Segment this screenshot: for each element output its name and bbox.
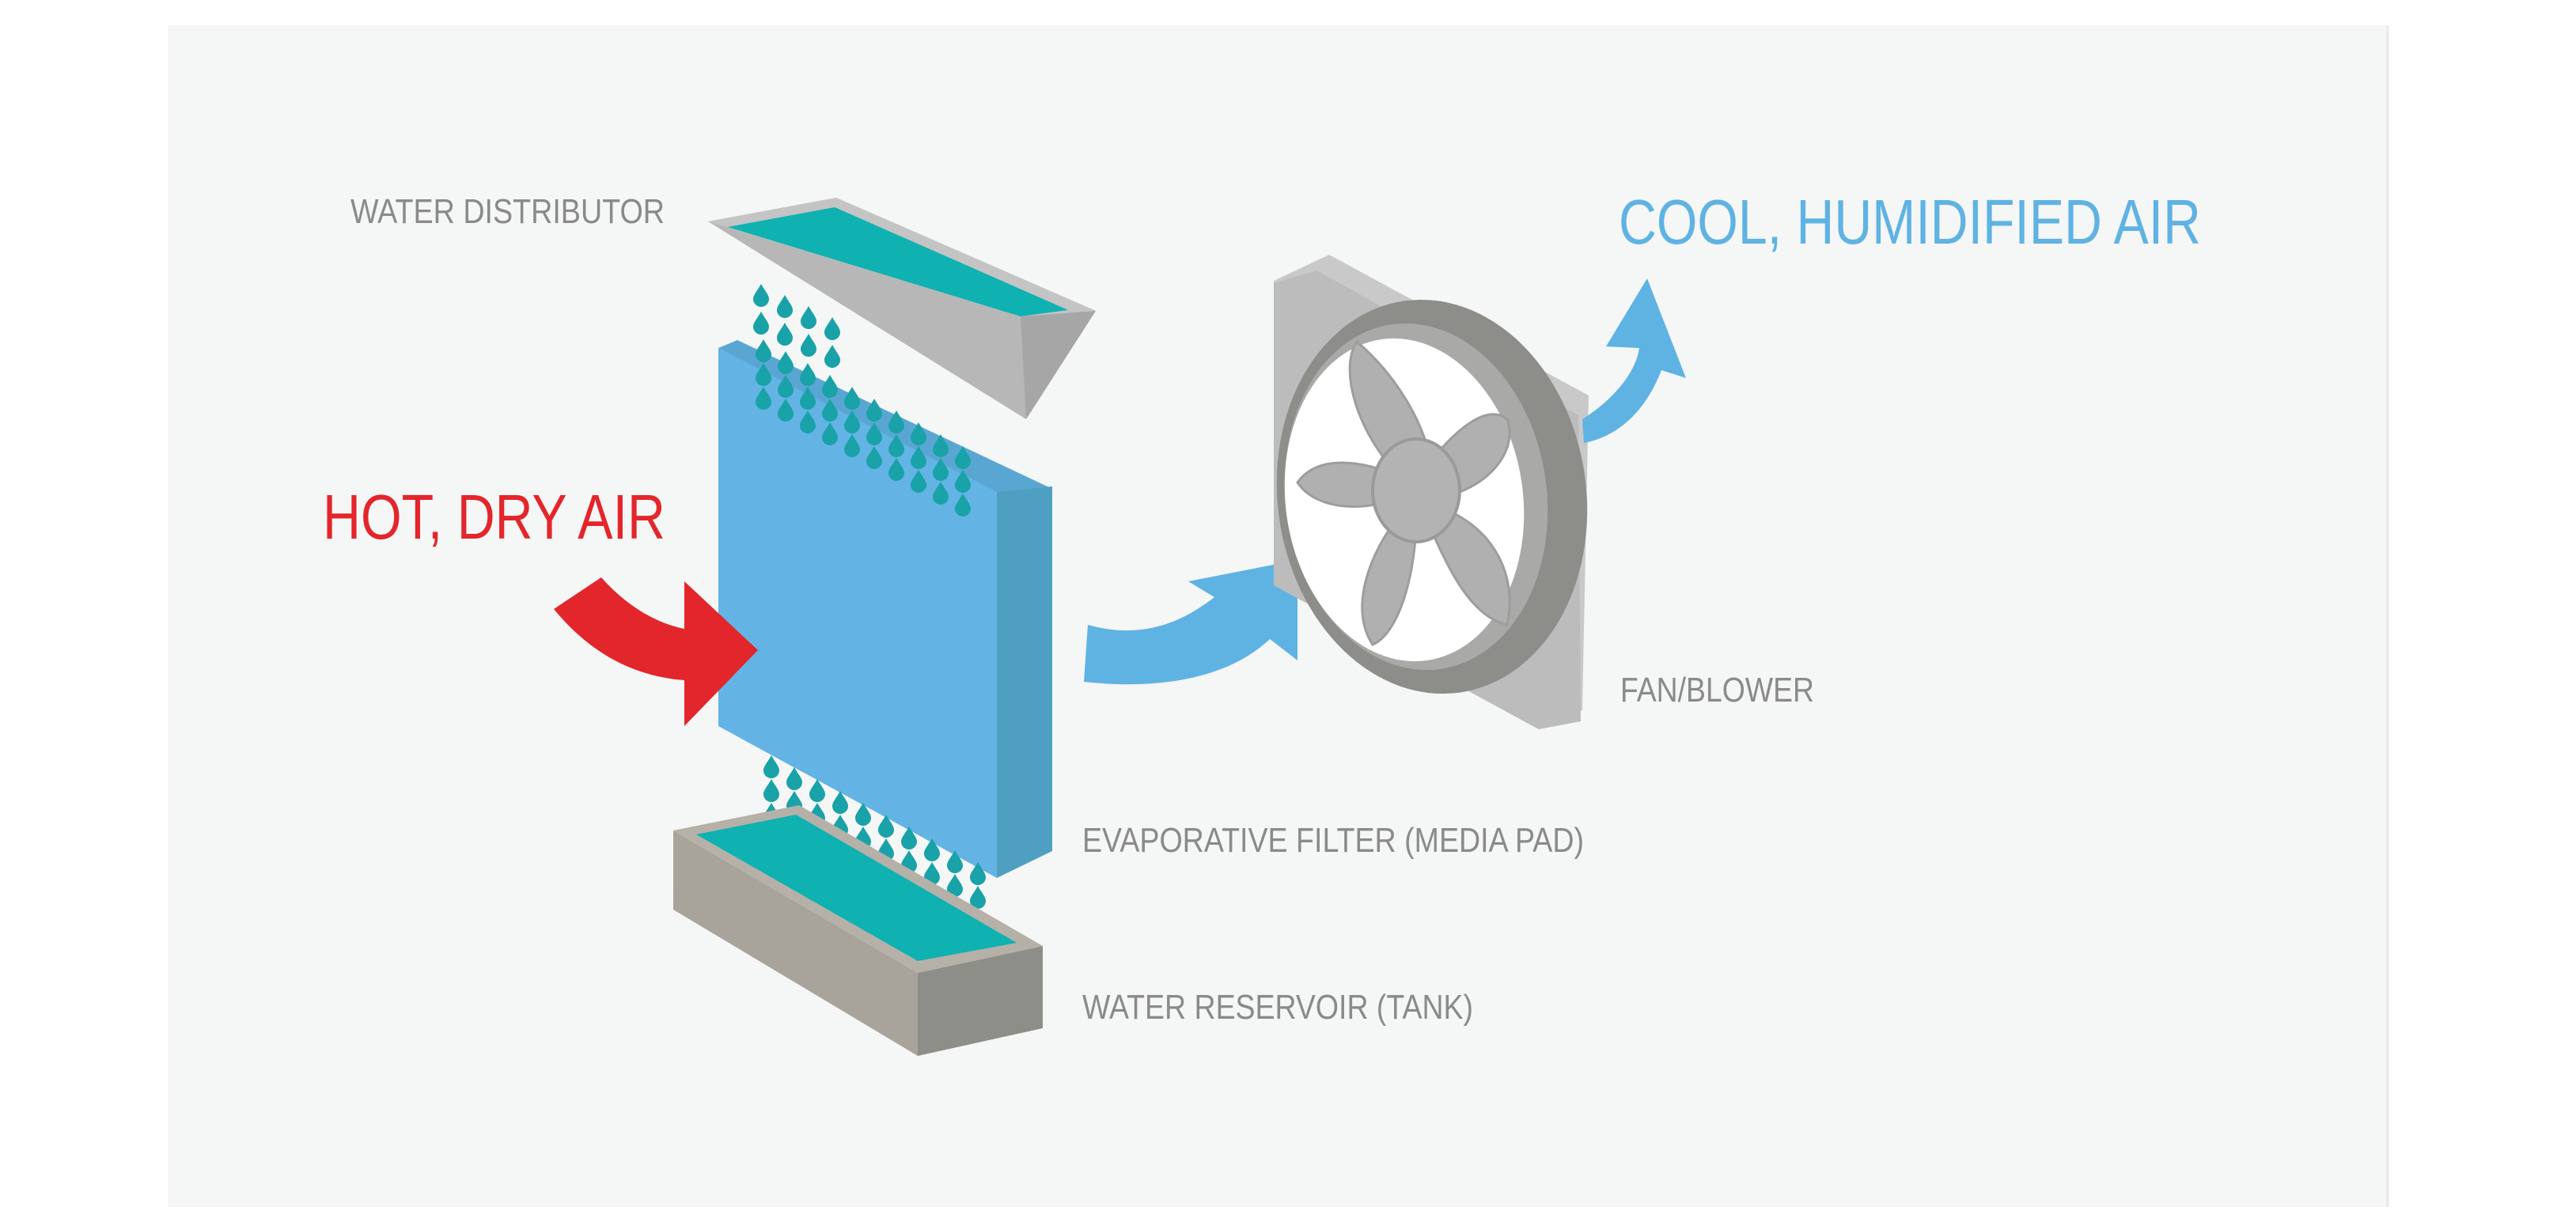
cool-air-arrow-outlet-icon	[1582, 278, 1686, 443]
pad-front-face	[718, 348, 997, 878]
pad-side-face	[997, 486, 1052, 878]
distributor-water	[728, 207, 1068, 316]
label-cool-humidified-air: COOL, HUMIDIFIED AIR	[1619, 187, 2201, 257]
fan-hub	[1371, 437, 1461, 543]
label-water-distributor: WATER DISTRIBUTOR	[350, 192, 665, 231]
cool-air-arrow-middle-icon	[1084, 560, 1297, 685]
tank-front-right	[918, 946, 1043, 1056]
tank-water	[696, 815, 1017, 961]
label-fan-blower: FAN/BLOWER	[1620, 671, 1814, 709]
label-evaporative-filter: EVAPORATIVE FILTER (MEDIA PAD)	[1082, 821, 1584, 860]
fan-blower-icon	[1274, 255, 1589, 729]
hot-air-arrow-icon	[554, 577, 758, 726]
tank-front-left	[673, 830, 918, 1056]
label-water-reservoir: WATER RESERVOIR (TANK)	[1082, 988, 1473, 1027]
water-reservoir-tank	[673, 805, 1043, 1056]
label-hot-dry-air: HOT, DRY AIR	[323, 482, 665, 552]
water-distributor	[708, 198, 1096, 419]
